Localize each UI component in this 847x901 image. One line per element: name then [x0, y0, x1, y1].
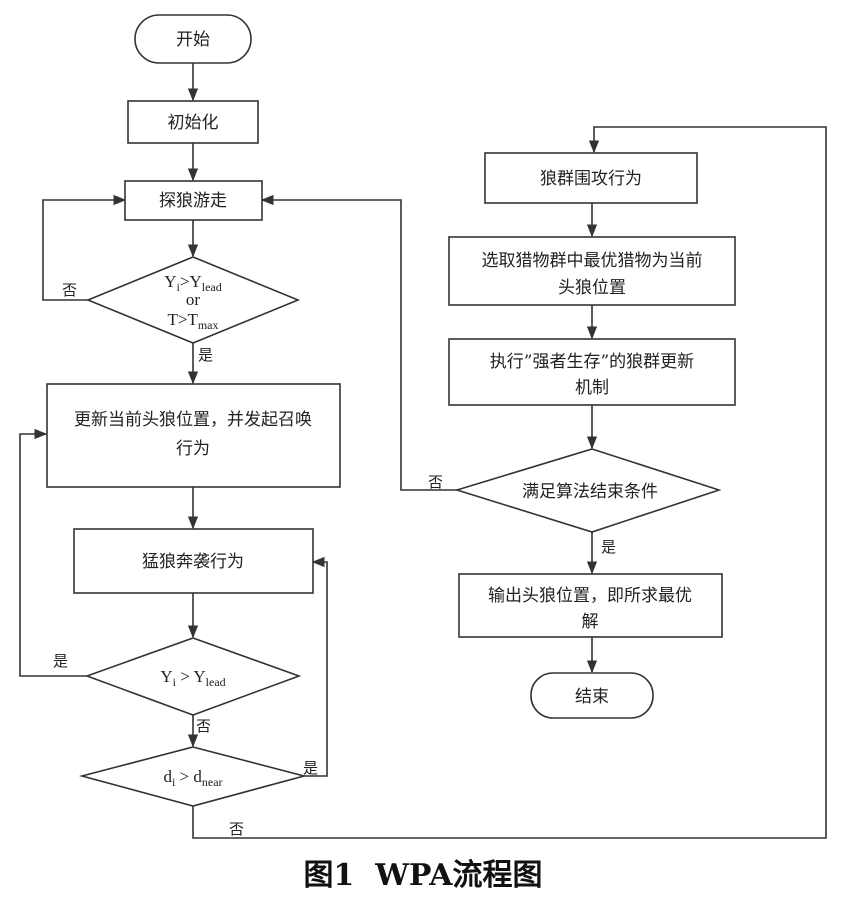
node-cond1-line1: Yi>Ylead — [164, 272, 222, 294]
node-cond1-line2: or — [186, 290, 201, 309]
node-cond1-line3: T>Tmax — [167, 310, 218, 332]
node-select-line1: 选取猎物群中最优猎物为当前 — [482, 251, 703, 271]
node-cond2-label: Yi > Ylead — [160, 667, 225, 689]
node-scout: 探狼游走 — [124, 180, 263, 221]
node-end: 结束 — [530, 672, 654, 719]
edge-label-cond3-no: 否 — [229, 820, 244, 838]
edge-label-cond2-yes: 是 — [53, 652, 68, 670]
node-select: 选取猎物群中最优猎物为当前 头狼位置 — [448, 236, 736, 306]
node-cond2: Yi > Ylead — [84, 637, 302, 716]
edge-cond3-yes-loop — [304, 556, 328, 777]
node-init: 初始化 — [127, 100, 259, 144]
node-cond3-label: di > dnear — [163, 767, 222, 789]
node-renew-line2: 机制 — [575, 378, 609, 398]
node-raid: 猛狼奔袭行为 — [73, 528, 314, 594]
node-cond1: Yi>Ylead or T>Tmax — [85, 256, 301, 344]
edges — [19, 63, 827, 839]
node-cond3: di > dnear — [78, 746, 308, 807]
node-cond4-label: 满足算法结束条件 — [522, 482, 658, 502]
edge-label-cond4-yes: 是 — [601, 538, 616, 556]
node-renew-line1: 执行”强者生存”的狼群更新 — [490, 352, 694, 372]
edge-label-cond1-no: 否 — [62, 281, 77, 299]
edge-label-cond3-yes: 是 — [303, 759, 318, 777]
node-raid-label: 猛狼奔袭行为 — [142, 552, 244, 572]
node-start: 开始 — [134, 14, 252, 64]
node-output-line1: 输出头狼位置，即所求最优 — [488, 586, 692, 606]
node-output-line2: 解 — [582, 612, 599, 632]
edge-cond3-no-siege — [192, 126, 827, 839]
node-output: 输出头狼位置，即所求最优 解 — [458, 573, 723, 638]
node-siege: 狼群围攻行为 — [484, 152, 698, 204]
node-cond4: 满足算法结束条件 — [454, 448, 722, 533]
node-scout-label: 探狼游走 — [159, 191, 227, 211]
node-renew: 执行”强者生存”的狼群更新 机制 — [448, 338, 736, 406]
node-update-line2: 行为 — [176, 439, 210, 459]
edge-label-cond1-yes: 是 — [198, 346, 213, 364]
node-start-label: 开始 — [176, 30, 210, 50]
node-init-label: 初始化 — [168, 113, 219, 133]
edge-label-cond4-no: 否 — [428, 473, 443, 491]
edge-cond2-yes-loop — [19, 428, 87, 677]
figure-caption: 图1 WPA流程图 — [303, 858, 542, 893]
edge-label-cond2-no: 否 — [196, 717, 211, 735]
edge-cond1-no-loop — [42, 194, 127, 301]
edge-cond4-no-scout — [260, 194, 457, 491]
node-siege-label: 狼群围攻行为 — [540, 169, 642, 189]
node-update-line1: 更新当前头狼位置，并发起召唤 — [74, 410, 312, 430]
node-update: 更新当前头狼位置，并发起召唤 行为 — [46, 383, 341, 488]
node-select-line2: 头狼位置 — [558, 278, 626, 298]
node-end-label: 结束 — [575, 687, 609, 707]
